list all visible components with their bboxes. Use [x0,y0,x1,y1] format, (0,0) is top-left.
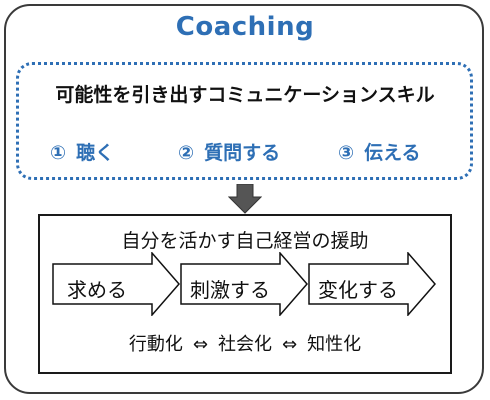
diagram-title: Coaching [175,12,315,42]
skill-label: 聴く [76,142,115,164]
skill-label: 伝える [364,142,421,164]
outcome-social: 社会化 [218,334,272,355]
skill-convey: ③ 伝える [338,138,421,165]
step-arrow-3 [308,252,436,316]
skills-heading: 可能性を引き出すコミュニケーションスキル [55,84,435,106]
step-label-seek: 求める [67,278,127,302]
skills-box [16,62,473,180]
skill-number: ③ [338,142,355,164]
step-arrow-2 [180,252,308,316]
skill-number: ② [178,142,195,164]
skill-number: ① [50,142,67,164]
skill-listen: ① 聴く [50,138,114,165]
outcomes-row: 行動化 ⇔ 社会化 ⇔ 知性化 [0,330,490,356]
outcome-intellect: 知性化 [307,334,362,355]
step-label-stimulate: 刺激する [190,278,270,302]
process-heading: 自分を活かす自己経営の援助 [121,230,369,252]
skill-ask: ② 質問する [178,138,280,165]
down-arrow-icon [228,184,262,214]
bidirectional-arrow-icon: ⇔ [282,334,298,355]
step-label-change: 変化する [318,278,398,302]
skill-label: 質問する [204,142,281,164]
bidirectional-arrow-icon: ⇔ [192,334,208,355]
outer-frame [4,4,484,394]
step-arrow-1 [52,252,180,316]
outcome-action: 行動化 [128,334,183,355]
